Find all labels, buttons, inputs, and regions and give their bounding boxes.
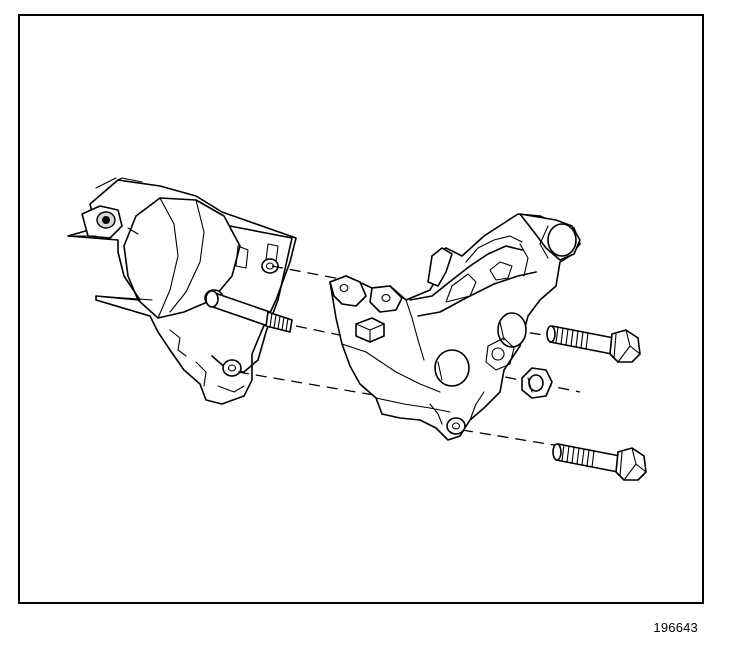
mounting-bracket xyxy=(329,213,581,441)
lower-bolt xyxy=(552,443,647,481)
engine-block xyxy=(67,177,297,405)
nut xyxy=(521,367,553,399)
stud xyxy=(205,290,293,333)
figure-number: 196643 xyxy=(653,620,698,635)
upper-bolt xyxy=(546,325,641,363)
